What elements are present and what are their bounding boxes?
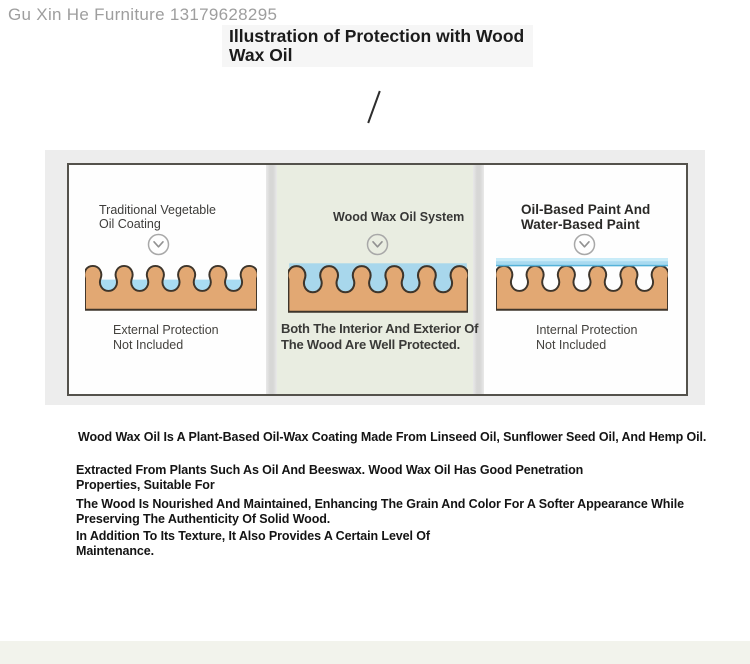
wood-cross-section-wax-saturated-illustration	[288, 263, 468, 313]
description-paragraph-4: In Addition To Its Texture, It Also Prov…	[76, 529, 430, 558]
page-title: Illustration of Protection with Wood Wax…	[229, 26, 525, 65]
watermark-text: Gu Xin He Furniture 13179628295	[8, 5, 278, 24]
divider-strip	[473, 165, 484, 394]
title-box: Illustration of Protection with Wood Wax…	[222, 25, 533, 67]
panel-caption: Internal Protection Not Included	[536, 323, 638, 352]
panel-traditional-oil: Traditional Vegetable Oil Coating Extern…	[69, 165, 266, 394]
comparison-box: Traditional Vegetable Oil Coating Extern…	[67, 163, 688, 396]
panel-caption: Both The Interior And Exterior Of The Wo…	[281, 321, 479, 352]
description-block: Wood Wax Oil Is A Plant-Based Oil-Wax Co…	[76, 430, 738, 559]
chevron-down-icon	[147, 233, 170, 256]
wood-cross-section-paint-film-illustration	[496, 258, 668, 311]
panel-paint: Oil-Based Paint And Water-Based Paint In…	[484, 165, 686, 394]
footer-band	[0, 641, 750, 664]
comparison-card: Traditional Vegetable Oil Coating Extern…	[45, 150, 705, 405]
description-paragraph-3: The Wood Is Nourished And Maintained, En…	[76, 497, 684, 526]
divider-strip	[266, 165, 277, 394]
wood-cross-section-oil-pools-illustration	[85, 264, 257, 311]
panel-heading: Oil-Based Paint And Water-Based Paint	[521, 202, 651, 232]
panel-heading: Traditional Vegetable Oil Coating	[99, 203, 216, 231]
panel-wood-wax-oil: Wood Wax Oil System Both The Interior An…	[277, 165, 479, 394]
divider-slash	[367, 90, 381, 124]
chevron-down-icon	[573, 233, 596, 256]
description-paragraph-1: Wood Wax Oil Is A Plant-Based Oil-Wax Co…	[78, 430, 707, 444]
chevron-down-icon	[366, 233, 389, 256]
description-paragraph-2: Extracted From Plants Such As Oil And Be…	[76, 463, 584, 492]
panel-caption: External Protection Not Included	[113, 323, 219, 352]
panel-heading: Wood Wax Oil System	[333, 210, 465, 224]
